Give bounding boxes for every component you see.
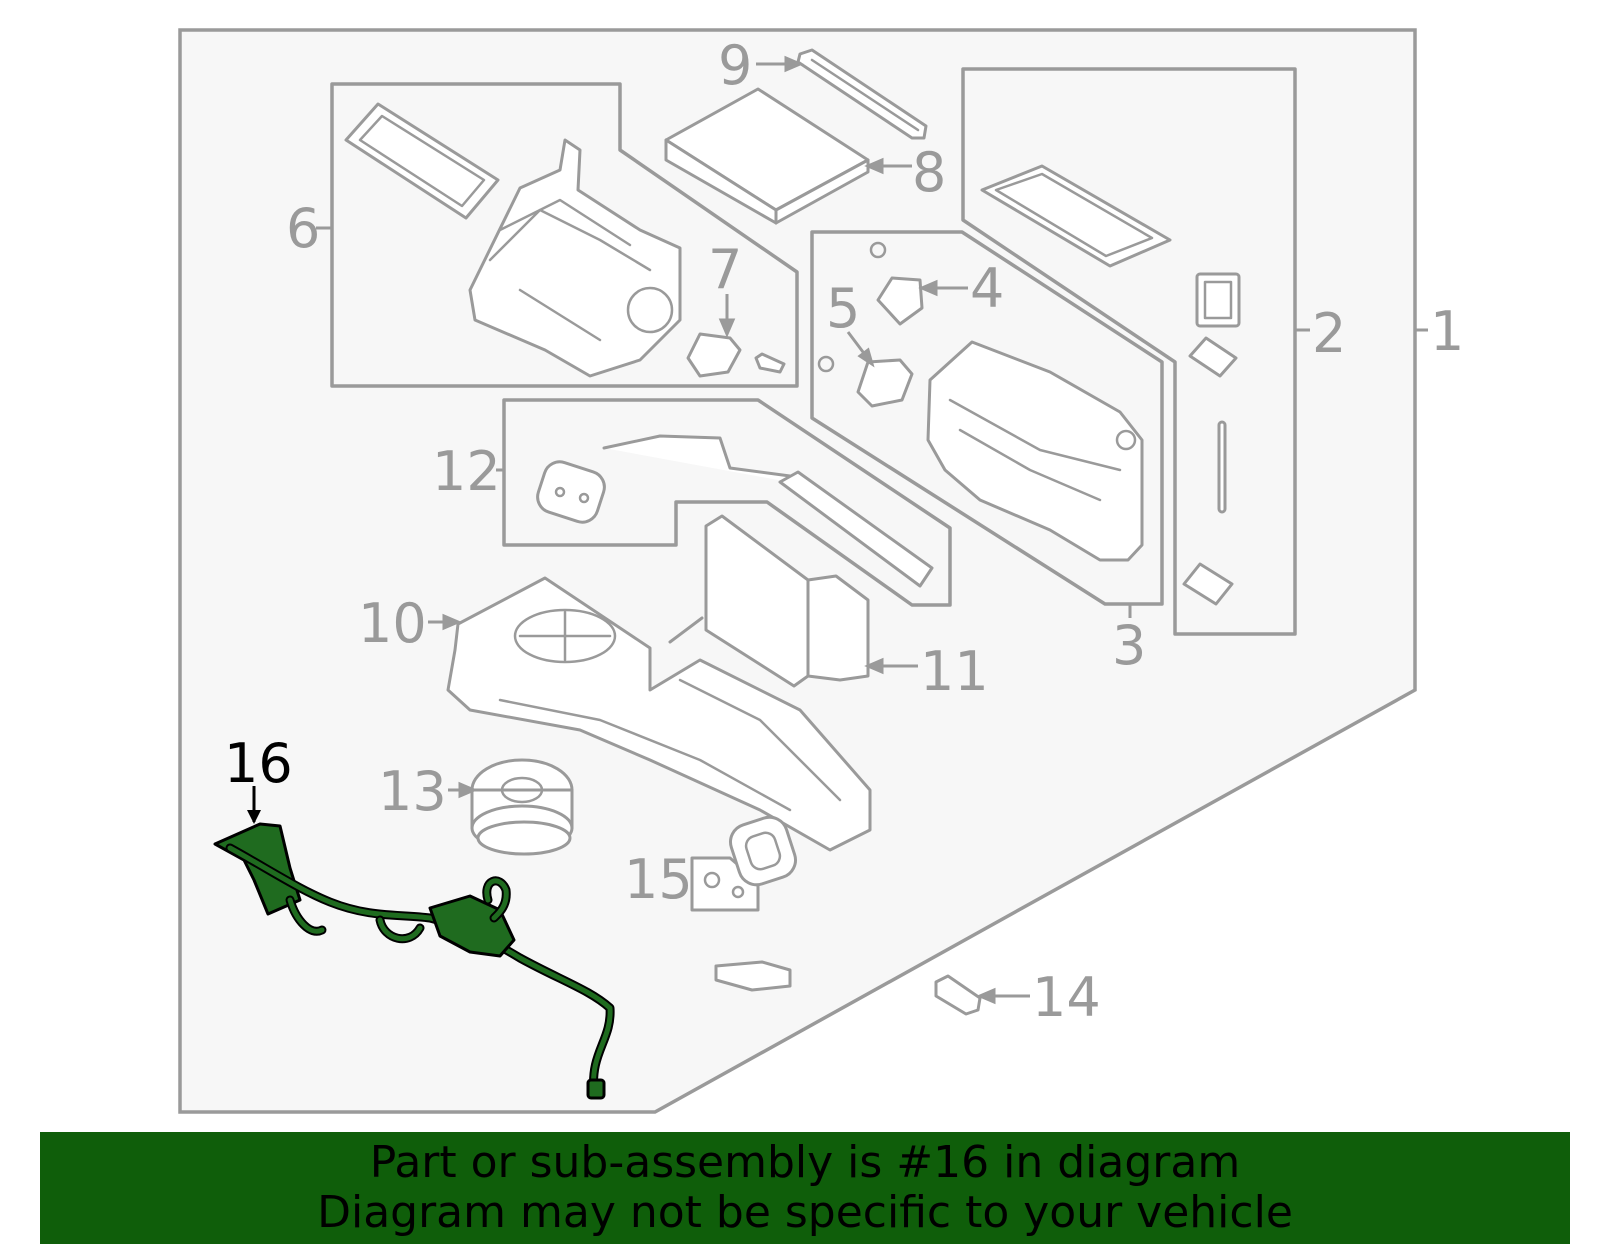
callout-5: 5	[826, 277, 860, 340]
part-2-seal-diamond-bottom	[1182, 562, 1234, 606]
callout-2: 2	[1312, 302, 1346, 365]
callout-8: 8	[912, 141, 946, 204]
callout-7: 7	[708, 238, 742, 301]
info-banner: Part or sub-assembly is #16 in diagram D…	[40, 1132, 1570, 1244]
banner-line-2: Diagram may not be specific to your vehi…	[317, 1187, 1293, 1238]
part-10-bolt	[668, 616, 704, 644]
part-vent-flap	[714, 960, 792, 992]
part-7-actuator	[686, 332, 786, 378]
callout-10: 10	[358, 592, 427, 655]
part-15-seal	[729, 815, 797, 887]
callout-15: 15	[624, 848, 693, 911]
callout-11: 11	[920, 640, 989, 703]
part-12-seal	[536, 460, 606, 524]
callout-9: 9	[718, 34, 752, 97]
part-11-core	[704, 514, 870, 688]
callout-14: 14	[1032, 966, 1101, 1029]
callout-4: 4	[970, 257, 1004, 320]
callout-1: 1	[1430, 300, 1464, 363]
part-4-actuator	[869, 241, 924, 326]
group-box-2	[961, 67, 1297, 636]
leader-line-16	[247, 786, 261, 824]
callout-12: 12	[432, 440, 501, 503]
banner-line-1: Part or sub-assembly is #16 in diagram	[369, 1137, 1241, 1188]
part-12-duct	[602, 434, 934, 588]
group-box-3	[810, 230, 1164, 606]
part-10-case	[446, 576, 872, 852]
part-3-case	[926, 340, 1144, 562]
callout-13: 13	[378, 760, 447, 823]
leader-lines	[316, 55, 1428, 1005]
part-2-seal-diamond-top	[1188, 336, 1238, 378]
part-16-harness	[213, 822, 615, 1100]
group-box-12	[502, 398, 952, 607]
callout-6: 6	[286, 197, 320, 260]
part-14-sensor	[934, 974, 982, 1016]
part-6-case	[468, 138, 682, 378]
callout-3: 3	[1112, 614, 1146, 677]
part-8-filter	[664, 87, 870, 225]
part-2-seal-large	[980, 164, 1172, 268]
group-box-6	[330, 82, 799, 388]
part-6-gasket	[344, 102, 500, 220]
callout-16: 16	[224, 732, 293, 795]
part-2-seal-square	[1195, 272, 1241, 328]
part-2-seal-rod	[1217, 420, 1227, 514]
part-13-blower	[470, 758, 574, 856]
parts-diagram: 1 2 3 4 5 6 7 8 9 10 11 12 13 14 15 16	[178, 28, 1464, 1114]
